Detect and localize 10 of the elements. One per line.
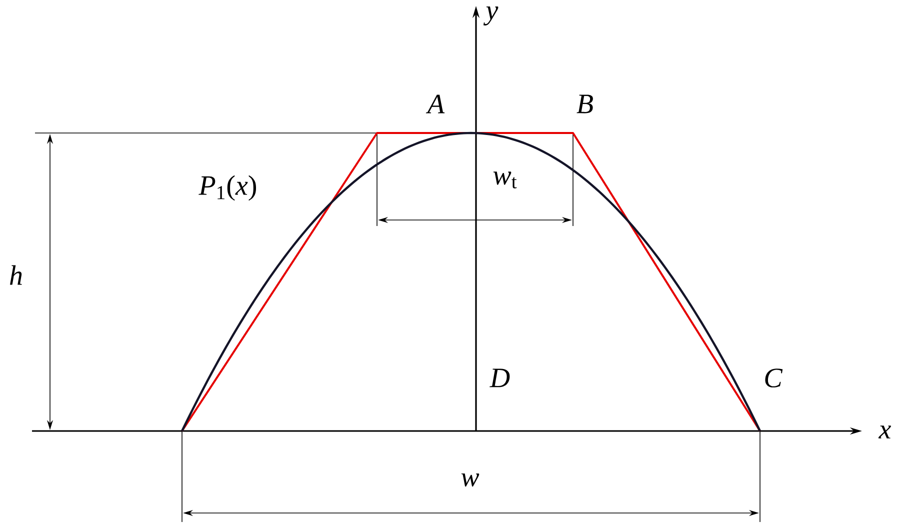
axis-label: C	[765, 368, 783, 388]
axis-label: x	[878, 426, 891, 438]
axis-label: A	[426, 94, 445, 114]
axis-label: y	[483, 6, 498, 26]
axis-label: B	[576, 94, 593, 114]
axis-label: D	[490, 368, 510, 388]
axis-label: P$_{1}$(x)	[198, 175, 256, 201]
axis-label: h	[10, 265, 22, 285]
axis-label: w	[461, 473, 480, 487]
axis-label: w$_{t}$	[493, 172, 517, 188]
